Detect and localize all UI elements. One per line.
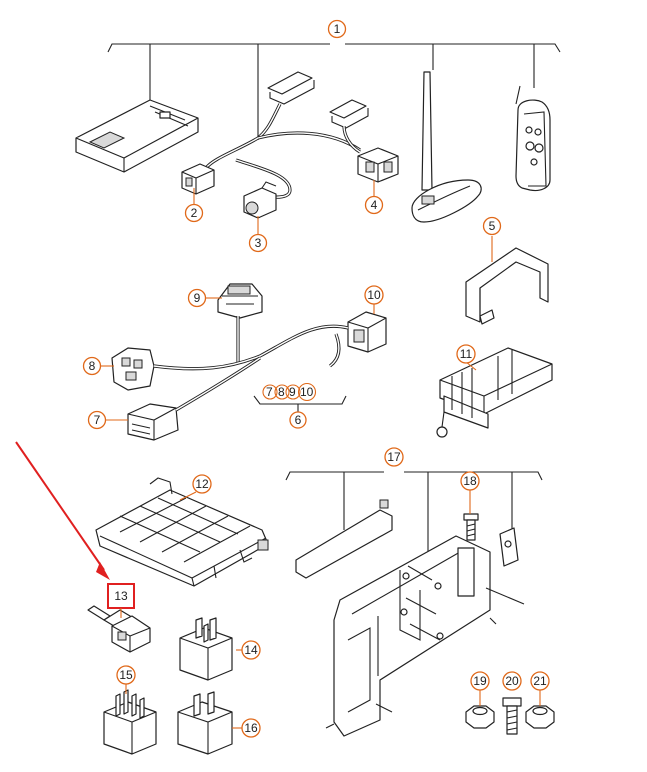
callout-5[interactable]: 5 [482, 216, 502, 236]
switch-13 [87, 605, 151, 653]
nut-19 [465, 705, 495, 729]
callout-12[interactable]: 12 [192, 474, 212, 494]
group-6-members: 7 8 9 10 [262, 382, 317, 402]
callout-20[interactable]: 20 [502, 671, 522, 691]
svg-text:14: 14 [244, 643, 258, 657]
callout-2[interactable]: 2 [184, 203, 204, 223]
svg-text:16: 16 [244, 721, 258, 735]
callout-8[interactable]: 8 [82, 356, 102, 376]
callout-6[interactable]: 6 [289, 411, 307, 429]
relay-16 [177, 691, 233, 755]
connector-4 [357, 147, 399, 183]
connector-3 [243, 181, 277, 219]
svg-text:13: 13 [114, 589, 128, 603]
group-6-bracket [253, 395, 347, 412]
svg-text:5: 5 [489, 219, 496, 233]
svg-text:9: 9 [194, 291, 201, 305]
svg-text:15: 15 [119, 668, 133, 682]
callout-15[interactable]: 15 [116, 665, 136, 685]
group-1-bracket [107, 43, 561, 140]
svg-text:11: 11 [460, 347, 473, 361]
bolt-20 [502, 697, 522, 735]
svg-text:6: 6 [295, 413, 302, 427]
svg-text:21: 21 [533, 674, 547, 688]
control-module [75, 99, 199, 173]
callout-1[interactable]: 1 [327, 19, 347, 39]
callout-16[interactable]: 16 [241, 718, 261, 738]
highlight-arrow [15, 441, 110, 580]
svg-text:1: 1 [334, 22, 341, 36]
svg-text:8: 8 [89, 359, 96, 373]
svg-text:19: 19 [473, 674, 487, 688]
upper-wiring-harness [204, 71, 369, 199]
svg-text:7: 7 [266, 385, 273, 399]
svg-text:12: 12 [195, 477, 209, 491]
svg-text:20: 20 [505, 674, 519, 688]
svg-text:8: 8 [278, 385, 285, 399]
callout-18[interactable]: 18 [460, 471, 480, 491]
relay-plate-12 [95, 477, 269, 587]
group-17-bracket [285, 471, 543, 560]
callout-leaders [100, 180, 541, 729]
mounting-frame [295, 499, 525, 737]
callout-17[interactable]: 17 [384, 447, 404, 467]
middle-wiring-harness [111, 283, 387, 441]
svg-text:2: 2 [191, 206, 198, 220]
svg-text:17: 17 [387, 450, 401, 464]
bracket-5 [465, 247, 549, 325]
svg-text:10: 10 [367, 288, 381, 302]
callout-13[interactable]: 13 [107, 583, 135, 609]
connector-2 [181, 163, 215, 195]
callout-9[interactable]: 9 [187, 288, 207, 308]
svg-text:18: 18 [463, 474, 477, 488]
svg-text:3: 3 [255, 236, 262, 250]
fuse-holder-11 [436, 347, 553, 438]
remote-key-fob [515, 85, 551, 192]
callout-19[interactable]: 19 [470, 671, 490, 691]
callout-7[interactable]: 7 [87, 410, 107, 430]
callout-14[interactable]: 14 [241, 640, 261, 660]
nut-21 [525, 705, 555, 729]
callout-10[interactable]: 10 [364, 285, 384, 305]
callout-4[interactable]: 4 [364, 195, 384, 215]
svg-text:4: 4 [371, 198, 378, 212]
svg-text:7: 7 [94, 413, 101, 427]
relay-14 [179, 617, 233, 681]
bolt-18 [463, 513, 479, 541]
callout-21[interactable]: 21 [530, 671, 550, 691]
antenna [411, 71, 482, 223]
callout-3[interactable]: 3 [248, 233, 268, 253]
callout-11[interactable]: 11 [456, 344, 476, 364]
svg-text:9: 9 [289, 385, 296, 399]
svg-text:10: 10 [300, 385, 314, 399]
relay-15 [103, 689, 157, 755]
